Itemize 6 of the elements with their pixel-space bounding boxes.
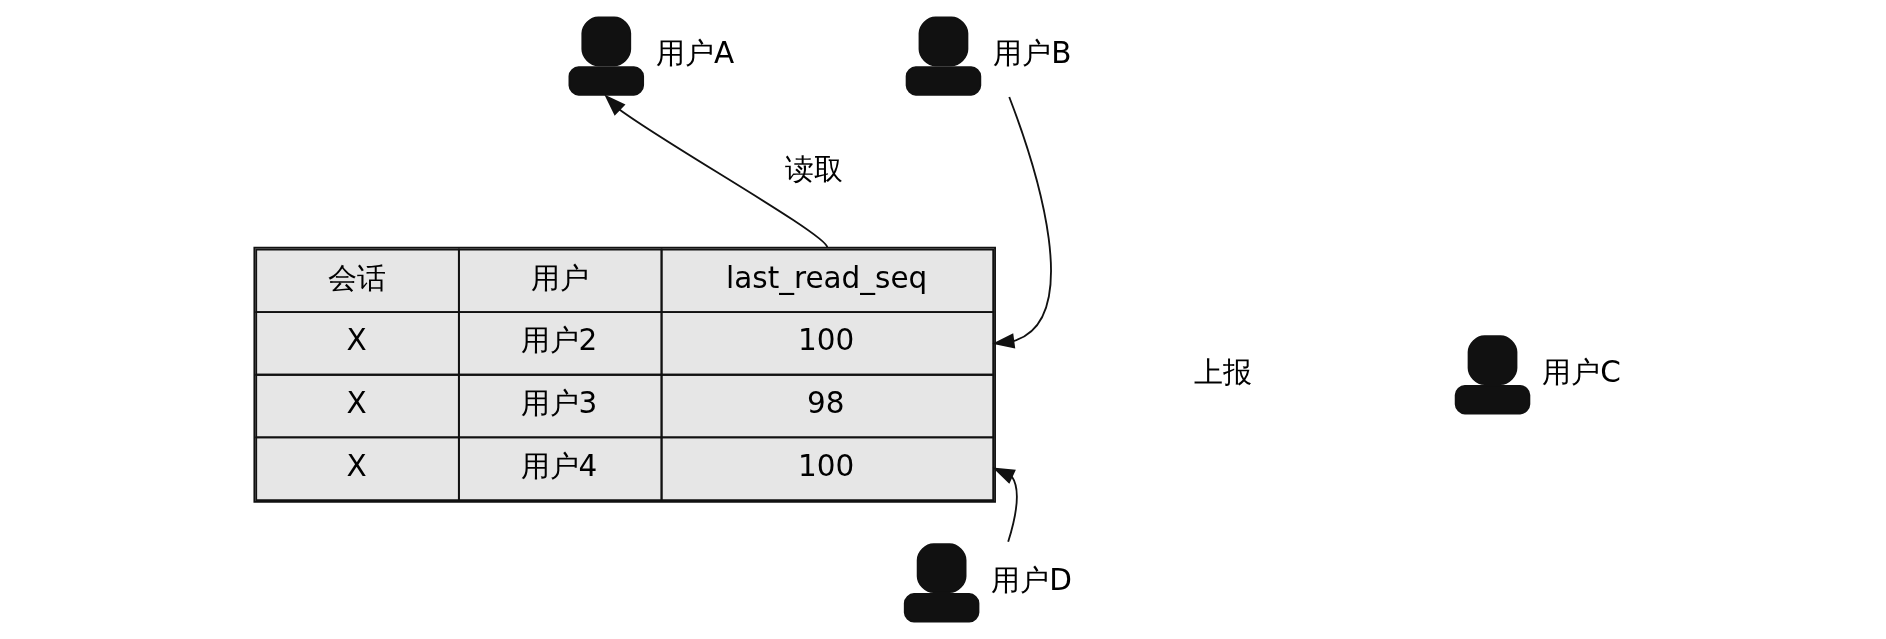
label: 上报 [1194,354,1253,389]
node-label: 用户D [991,562,1073,597]
edge-label: 读取 [785,152,844,187]
node-label: 用户C [1542,354,1621,389]
node-label: 用户B [993,36,1072,71]
node-label: 用户A [656,36,735,71]
